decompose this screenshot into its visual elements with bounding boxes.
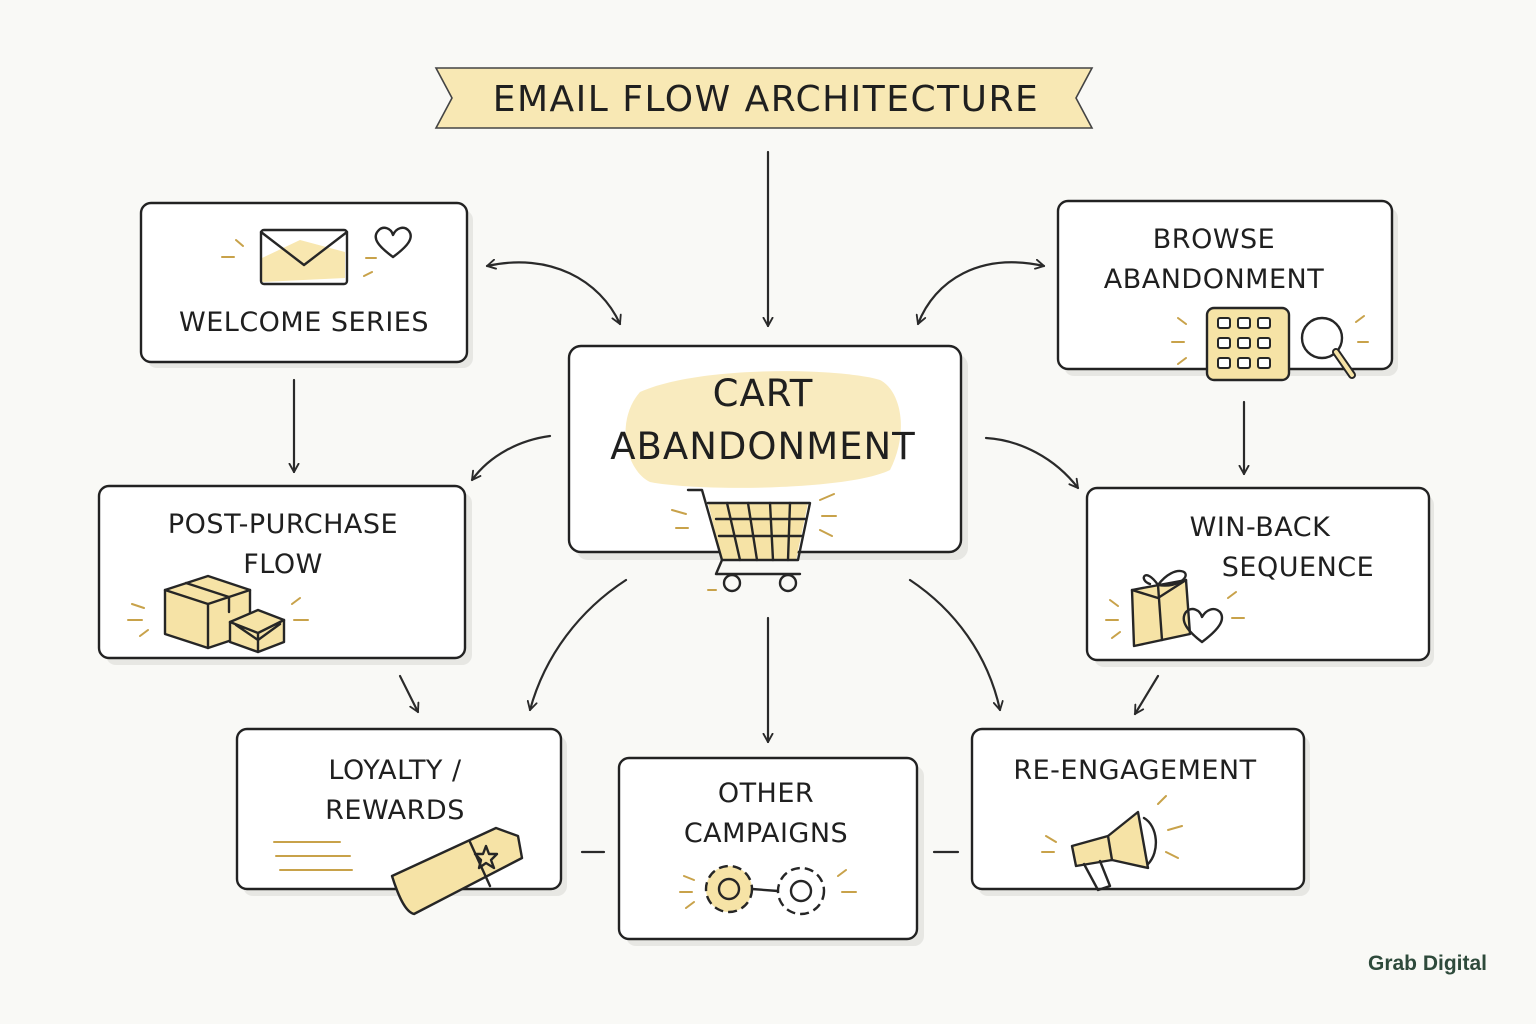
node-other-campaigns: OTHER CAMPAIGNS — [617, 756, 924, 946]
other-campaigns-label-line2: CAMPAIGNS — [684, 818, 848, 849]
gears-icon — [679, 864, 857, 916]
arrow-browse-center — [915, 258, 1046, 326]
node-welcome-series: WELCOME SERIES — [139, 201, 473, 368]
browse-abandonment-label-line1: BROWSE — [1153, 224, 1275, 255]
node-cart-abandonment: CART ABANDONMENT — [567, 344, 968, 593]
arrow-winback-to-reengagement — [1133, 674, 1160, 716]
other-campaigns-label-line1: OTHER — [718, 778, 814, 809]
post-purchase-label-line1: POST-PURCHASE — [168, 509, 398, 540]
flow-arrows — [288, 150, 1250, 854]
loyalty-label-line1: LOYALTY / — [328, 755, 462, 786]
ticket-star-icon — [273, 826, 524, 916]
node-browse-abandonment: BROWSE ABANDONMENT — [1056, 199, 1398, 382]
win-back-label-line1: WIN-BACK — [1190, 512, 1332, 543]
loyalty-label-line2: REWARDS — [325, 795, 465, 826]
node-post-purchase-flow: POST-PURCHASE FLOW — [97, 484, 472, 665]
cart-abandonment-label-line2: ABANDONMENT — [610, 425, 916, 468]
arrow-postpurchase-to-loyalty — [398, 674, 420, 714]
node-win-back-sequence: WIN-BACK SEQUENCE — [1085, 486, 1434, 667]
win-back-label-line2: SEQUENCE — [1222, 552, 1374, 583]
arrow-center-to-reengagement — [908, 578, 1004, 712]
node-loyalty-rewards: LOYALTY / REWARDS — [235, 727, 567, 916]
arrow-center-to-loyalty — [526, 578, 628, 712]
boxes-icon — [127, 574, 309, 654]
megaphone-icon — [1041, 795, 1183, 892]
brand-logo: Grab Digital — [1368, 952, 1488, 975]
welcome-series-label: WELCOME SERIES — [179, 307, 429, 338]
grid-magnifier-icon — [1171, 306, 1369, 382]
diagram-title: EMAIL FLOW ARCHITECTURE — [493, 79, 1040, 120]
shopping-cart-icon — [671, 488, 837, 593]
node-re-engagement: RE-ENGAGEMENT — [970, 727, 1310, 896]
cart-abandonment-label-line1: CART — [713, 372, 814, 415]
gift-heart-icon — [1105, 569, 1245, 648]
arrow-center-to-postpurchase — [470, 434, 552, 482]
title-banner: EMAIL FLOW ARCHITECTURE — [434, 67, 1094, 129]
envelope-heart-icon — [221, 226, 412, 286]
arrow-center-to-winback — [984, 436, 1080, 490]
re-engagement-label: RE-ENGAGEMENT — [1013, 755, 1256, 786]
browse-abandonment-label-line2: ABANDONMENT — [1104, 264, 1324, 295]
arrow-welcome-center — [485, 258, 622, 326]
post-purchase-label-line2: FLOW — [243, 549, 323, 580]
